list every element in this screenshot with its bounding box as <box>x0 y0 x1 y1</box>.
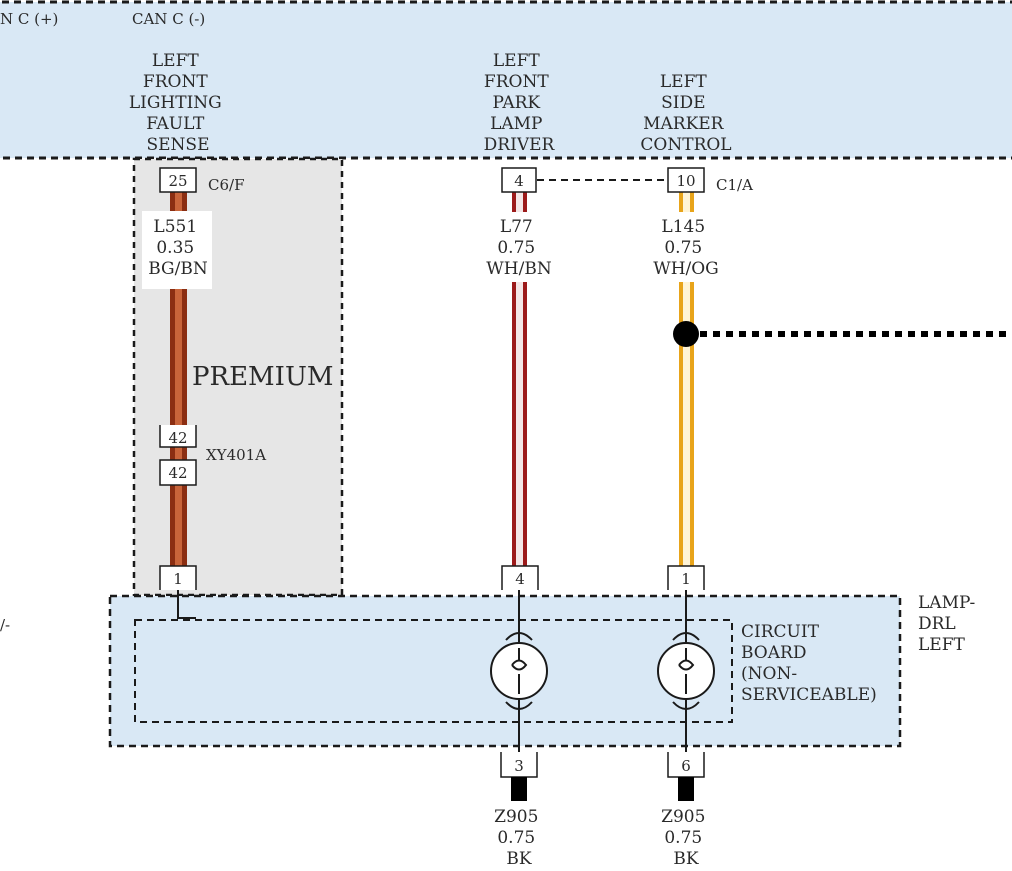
wire-label-l551: L551 0.35 BG/BN <box>148 217 208 279</box>
svg-text:1: 1 <box>681 570 691 588</box>
circuit-label-side-marker-control: LEFT SIDE MARKER CONTROL <box>640 72 731 155</box>
connector-c6f-label: C6/F <box>208 176 244 194</box>
wire-color: WH/OG <box>653 259 719 279</box>
label-line: FAULT <box>146 114 205 134</box>
label-line: PARK <box>492 93 540 113</box>
label-line: SIDE <box>661 93 705 113</box>
fault-sense-trace <box>177 590 196 619</box>
wire-label-l77: L77 0.75 WH/BN <box>486 217 552 279</box>
connector-c6f-pin: 25 <box>159 167 197 193</box>
connector-xy401a-label: XY401A <box>206 446 266 464</box>
park-lamp-bulb-icon <box>490 632 548 710</box>
side-marker-bulb-icon <box>657 632 715 710</box>
ground-label-2: Z905 0.75 BK <box>661 807 711 869</box>
svg-text:42: 42 <box>168 464 187 482</box>
lamp-pin-6: 6 <box>667 752 705 778</box>
wire-gauge: 0.75 <box>497 828 535 848</box>
lamp-name: LAMP- DRL LEFT <box>918 593 981 655</box>
connector-c1a-pin-4: 4 <box>501 167 537 193</box>
wire-l145 <box>679 192 694 568</box>
label-line: SENSE <box>147 135 210 155</box>
wire-l551 <box>170 192 187 568</box>
label-line: DRL <box>918 614 956 634</box>
connector-c1a-pin-10: 10 <box>667 167 705 193</box>
circuit-label-fault-sense: LEFT FRONT LIGHTING FAULT SENSE <box>129 51 227 155</box>
wire-l77 <box>512 192 527 568</box>
svg-text:6: 6 <box>681 757 691 775</box>
lamp-pin-1-fault: 1 <box>159 565 197 590</box>
label-line: LAMP <box>490 114 542 134</box>
svg-text:4: 4 <box>515 570 525 588</box>
wire-gauge: 0.75 <box>664 828 702 848</box>
label-line: LEFT <box>152 51 199 71</box>
wire-label-bg <box>142 211 212 289</box>
label-line: BOARD <box>741 643 806 663</box>
label-line: DRIVER <box>484 135 556 155</box>
wire-circuit: L551 <box>153 217 197 237</box>
label-line: MARKER <box>643 114 725 134</box>
connector-xy401a-pin-male: 42 <box>159 425 197 448</box>
lamp-left-edge-mark: /- <box>0 616 10 634</box>
connector-xy401a-pin-female: 42 <box>159 459 197 486</box>
wire-label-bg <box>478 212 560 282</box>
svg-text:10: 10 <box>676 172 695 190</box>
label-line: FRONT <box>484 72 549 92</box>
circuit-board-label: CIRCUIT BOARD (NON- SERVICEABLE) <box>741 622 877 705</box>
wire-gauge: 0.35 <box>156 238 194 258</box>
wire-circuit: L77 <box>500 217 533 237</box>
connector-c1a-label: C1/A <box>716 176 753 194</box>
svg-text:3: 3 <box>514 757 524 775</box>
label-line: LIGHTING <box>129 93 222 113</box>
circuit-label-park-lamp-driver: LEFT FRONT PARK LAMP DRIVER <box>484 51 556 155</box>
module-box <box>0 0 1012 160</box>
label-line: CIRCUIT <box>741 622 820 642</box>
label-line: LEFT <box>918 635 965 655</box>
lamp-pin-1-marker: 1 <box>667 565 705 590</box>
wire-circuit: L145 <box>661 217 705 237</box>
module-pin-can-c-minus: CAN C (-) <box>132 10 205 28</box>
premium-label: PREMIUM <box>192 362 333 392</box>
label-line: FRONT <box>143 72 208 92</box>
label-line: CONTROL <box>640 135 731 155</box>
ground-wire-2 <box>678 777 694 801</box>
module-pin-can-c-plus: N C (+) <box>0 10 58 28</box>
label-line: LEFT <box>660 72 707 92</box>
wire-gauge: 0.75 <box>664 238 702 258</box>
label-line: SERVICEABLE) <box>741 685 877 705</box>
svg-text:42: 42 <box>168 429 187 447</box>
wire-color: BK <box>506 849 531 869</box>
svg-text:1: 1 <box>173 570 183 588</box>
svg-text:4: 4 <box>514 172 524 190</box>
circuit-board-box <box>134 619 733 723</box>
wire-label-bg <box>645 212 729 282</box>
svg-text:25: 25 <box>168 172 187 190</box>
wire-color: WH/BN <box>486 259 552 279</box>
label-line: LAMP- <box>918 593 975 613</box>
wire-circuit: Z905 <box>494 807 538 827</box>
wire-gauge: 0.75 <box>497 238 535 258</box>
label-line: (NON- <box>741 664 797 684</box>
ground-label-1: Z905 0.75 BK <box>494 807 544 869</box>
label-line: LEFT <box>493 51 540 71</box>
wire-label-l145: L145 0.75 WH/OG <box>653 217 719 279</box>
wire-circuit: Z905 <box>661 807 705 827</box>
lamp-pin-4: 4 <box>501 565 539 590</box>
splice-dot <box>673 321 699 347</box>
wire-color: BG/BN <box>148 259 208 279</box>
ground-wire-1 <box>511 777 527 801</box>
wire-color: BK <box>673 849 698 869</box>
lamp-pin-3: 3 <box>500 752 538 778</box>
